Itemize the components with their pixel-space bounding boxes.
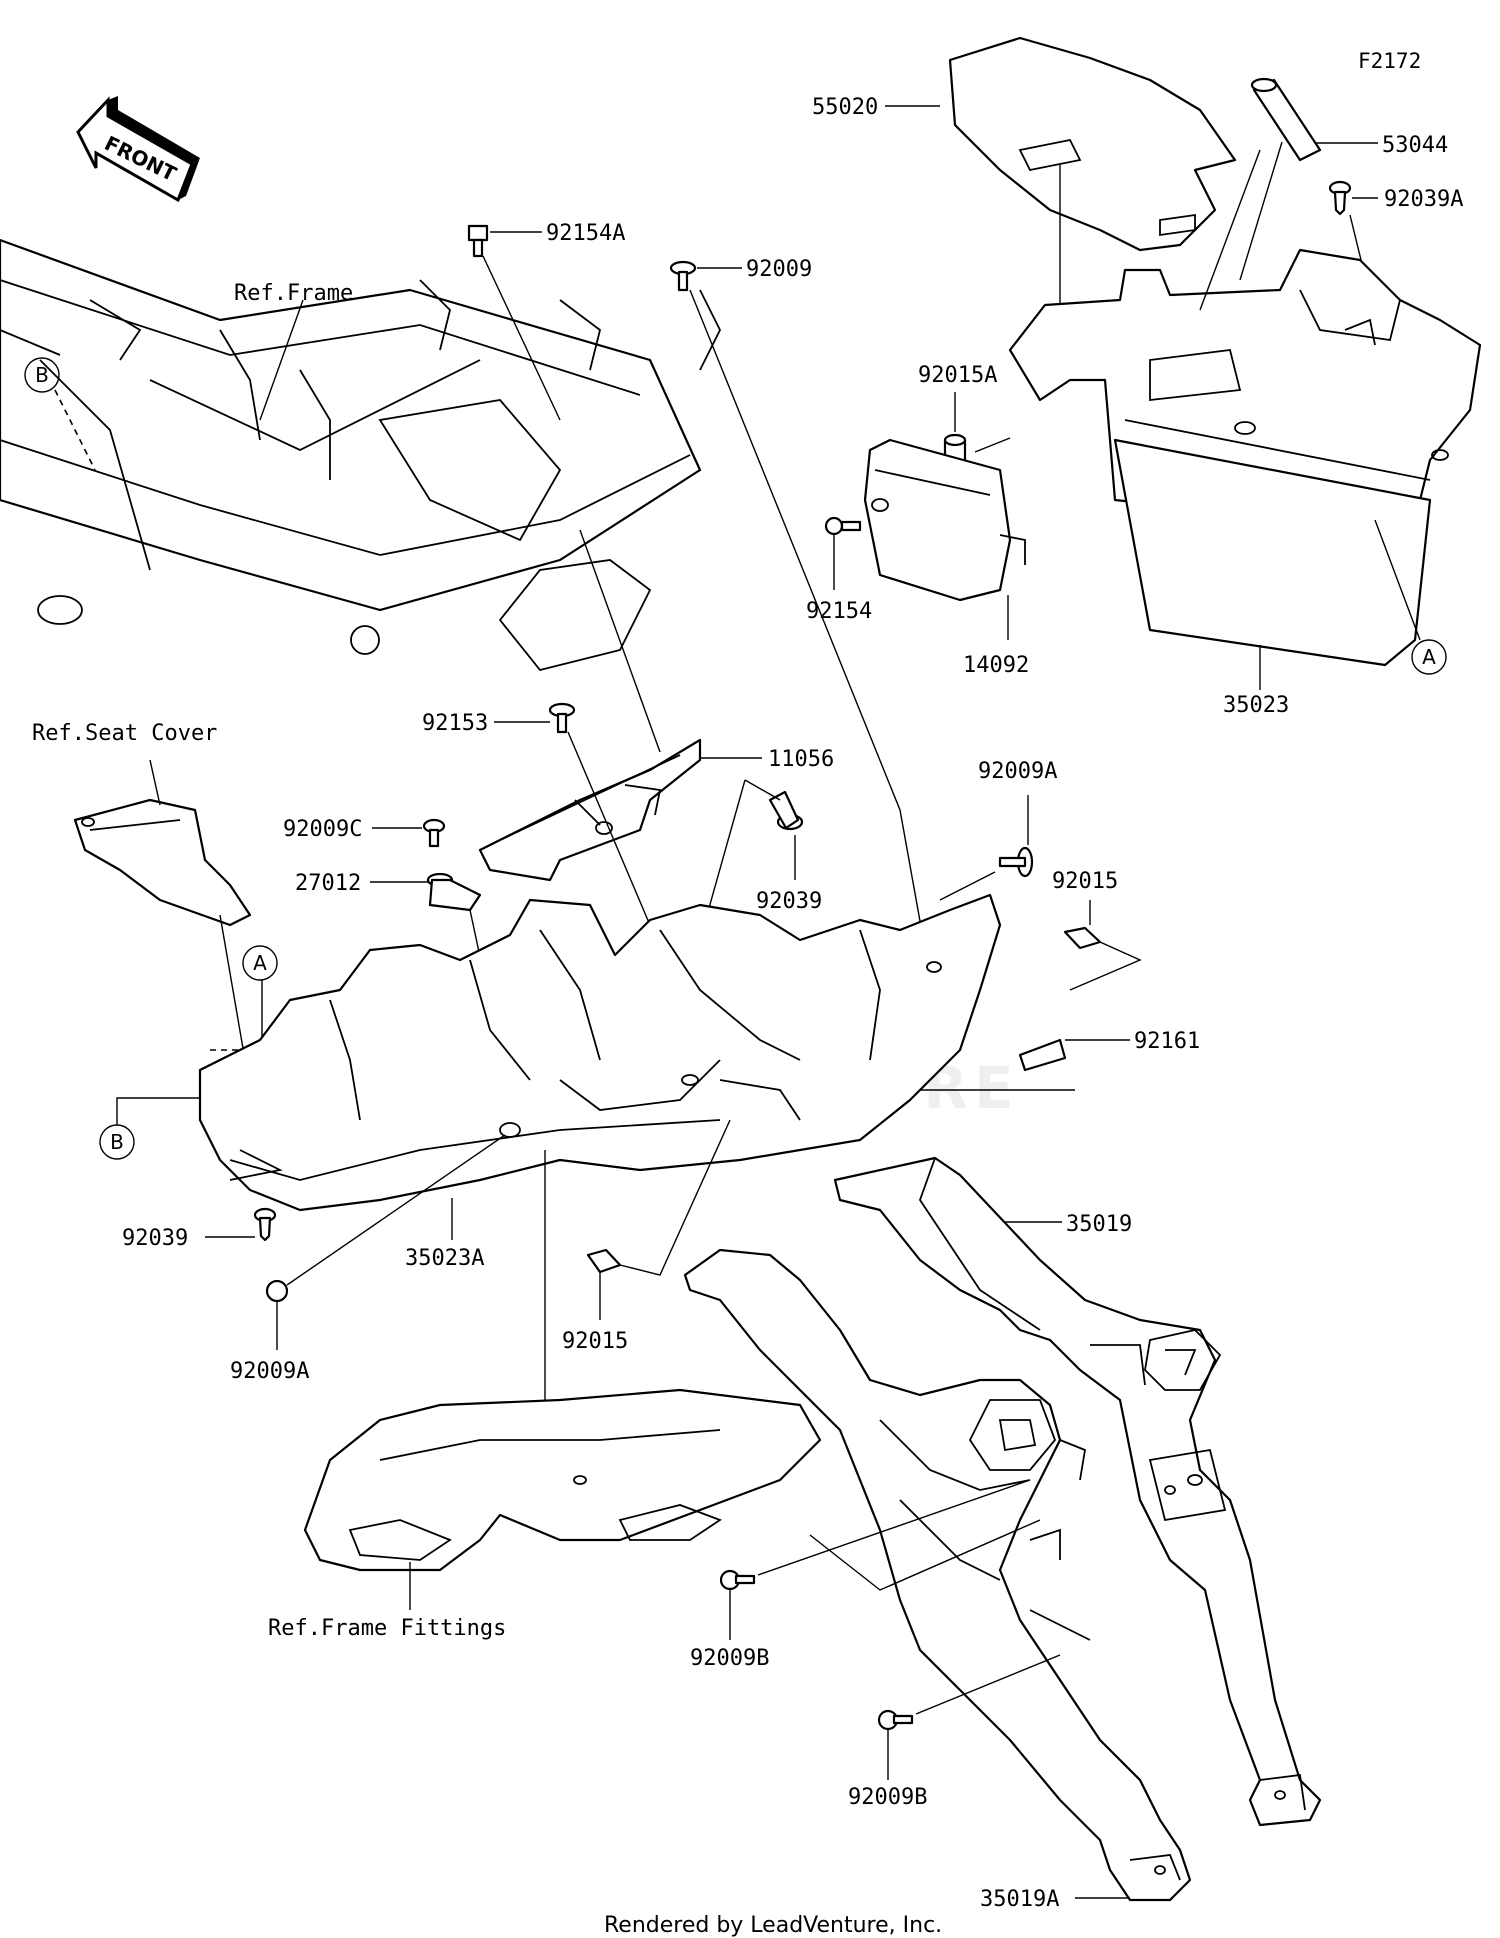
bolt-92154-icon: [824, 516, 862, 536]
part-92154a: 92154A: [546, 221, 625, 246]
frame-fittings-reference-art: [303, 1388, 822, 1572]
ref-frame-fittings-label: Ref.Frame Fittings: [268, 1616, 506, 1641]
marker-a-left-label: A: [253, 951, 267, 975]
credit-footer: Rendered by LeadVenture, Inc.: [604, 1913, 942, 1938]
part-92009c: 92009C: [283, 817, 362, 842]
part-53044: 53044: [1382, 133, 1448, 158]
part-35023a: 35023A: [405, 1246, 484, 1271]
tube-53044-icon: [1250, 77, 1322, 162]
part-92039-left: 92039: [122, 1226, 188, 1251]
part-92154: 92154: [806, 599, 872, 624]
part-92015a: 92015A: [918, 363, 997, 388]
part-92009b-lower: 92009B: [848, 1785, 927, 1810]
marker-b-left-label: B: [110, 1130, 124, 1154]
part-92015-bottom: 92015: [562, 1329, 628, 1354]
screw-92009b-lower-icon: [877, 1709, 914, 1731]
part-92009b-upper: 92009B: [690, 1646, 769, 1671]
clip-92039-left-icon: [253, 1207, 277, 1242]
undertray-35023a: [198, 893, 1002, 1212]
front-arrow-icon: FRONT: [76, 96, 200, 203]
nut-92015-bottom-icon: [586, 1248, 622, 1274]
battery-case-35023: [1008, 248, 1482, 667]
marker-b-top-label: B: [35, 363, 49, 387]
ref-seat-cover-label: Ref.Seat Cover: [32, 721, 217, 746]
marker-a-right-label: A: [1422, 645, 1436, 669]
part-92039a: 92039A: [1384, 187, 1463, 212]
ref-frame-label: Ref.Frame: [234, 281, 353, 306]
clip-27012-icon: [426, 872, 482, 912]
part-55020: 55020: [812, 95, 878, 120]
marker-a-right: [1411, 639, 1447, 675]
part-92009a-bottom: 92009A: [230, 1359, 309, 1384]
part-27012: 27012: [295, 871, 361, 896]
marker-b-top: [24, 357, 60, 393]
part-35023: 35023: [1223, 693, 1289, 718]
pad-92161-icon: [1018, 1038, 1067, 1072]
screw-92009b-upper-icon: [719, 1569, 756, 1591]
part-35019: 35019: [1066, 1212, 1132, 1237]
part-92009a-top: 92009A: [978, 759, 1057, 784]
screw-92009c-icon: [422, 818, 446, 848]
rubber-pad-55020: [948, 36, 1237, 252]
bolt-92154a-icon: [467, 224, 489, 258]
part-35019a: 35019A: [980, 1887, 1059, 1912]
clip-92039a-icon: [1328, 180, 1352, 216]
part-92015-right: 92015: [1052, 869, 1118, 894]
rear-fender-35019: [833, 1156, 1322, 1827]
part-11056: 11056: [768, 747, 834, 772]
screw-92009-icon: [669, 260, 697, 292]
part-14092: 14092: [963, 653, 1029, 678]
part-92039-mid: 92039: [756, 889, 822, 914]
nut-92015-right-icon: [1063, 926, 1102, 950]
screw-92009a-bottom-icon: [265, 1279, 289, 1303]
bolt-92153-icon: [548, 702, 576, 734]
marker-a-left: [242, 945, 278, 981]
screw-92009a-top-icon: [998, 846, 1034, 878]
part-92153: 92153: [422, 711, 488, 736]
cover-14092: [863, 438, 1026, 602]
frame-reference-art: [0, 238, 722, 672]
bracket-11056: [478, 738, 702, 882]
seat-cover-reference-art: [73, 798, 252, 927]
diagram-code: F2172: [1358, 49, 1421, 73]
part-92009: 92009: [746, 257, 812, 282]
rear-fender-35019a: [683, 1248, 1192, 1902]
part-92161: 92161: [1134, 1029, 1200, 1054]
clip-92039-mid-icon: [768, 790, 804, 831]
